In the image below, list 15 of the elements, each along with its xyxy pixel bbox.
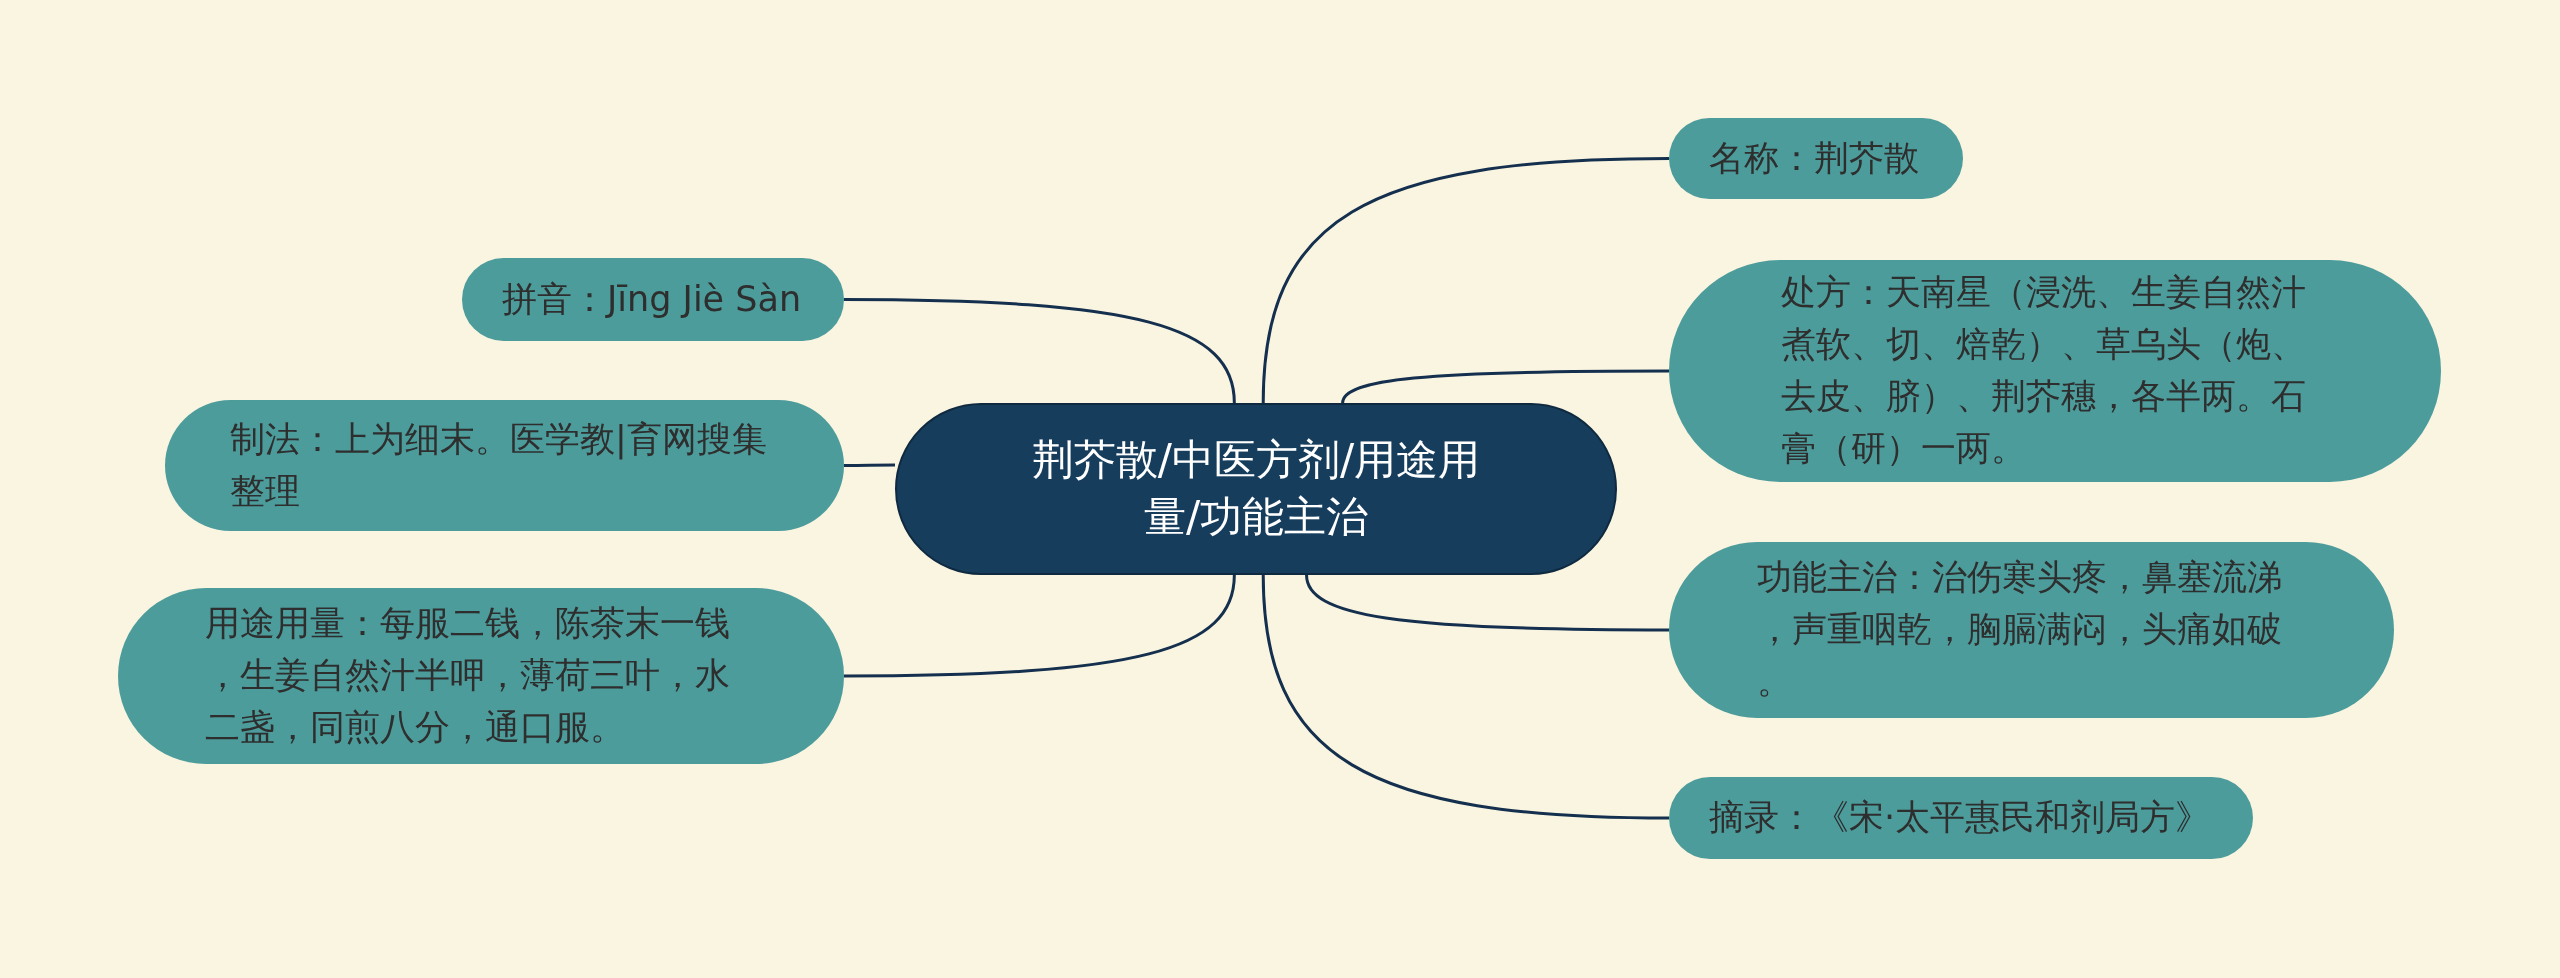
topic-text: 名称：荆芥散 — [1709, 136, 1920, 180]
connector-line — [844, 298, 1236, 404]
topic-text: 用途用量：每服二钱，陈茶末一钱，生姜自然汁半呷，薄荷三叶，水二盏，同煎八分，通口服。 — [205, 602, 731, 749]
topic-text: 处方：天南星（浸洗、生姜自然汁煮软、切、焙乾）、草乌头（炮、去皮、脐）、荆芥穗，各半两。石膏（研）一两。 — [1781, 271, 2307, 470]
topic-text: 拼音：Jīng Jiè Sàn — [502, 277, 803, 321]
topic-text: 制法：上为细末。医学教|育网搜集整理 — [230, 417, 768, 513]
connector-line — [1261, 157, 1670, 404]
connector-line — [1261, 574, 1670, 820]
topic-text: 摘录：《宋·太平惠民和剂局方》 — [1709, 796, 2212, 840]
topic-text: 功能主治：治伤寒头疼，鼻塞流涕，声重咽乾，胸膈满闷，头痛如破。 — [1757, 556, 2283, 703]
connector-line — [844, 463, 895, 467]
connector-line — [844, 574, 1236, 678]
connector-line — [1305, 574, 1669, 632]
topic-title: 荆芥散/中医方剂/用途用量/功能主治 — [1030, 434, 1482, 543]
connector-line — [1341, 369, 1669, 404]
